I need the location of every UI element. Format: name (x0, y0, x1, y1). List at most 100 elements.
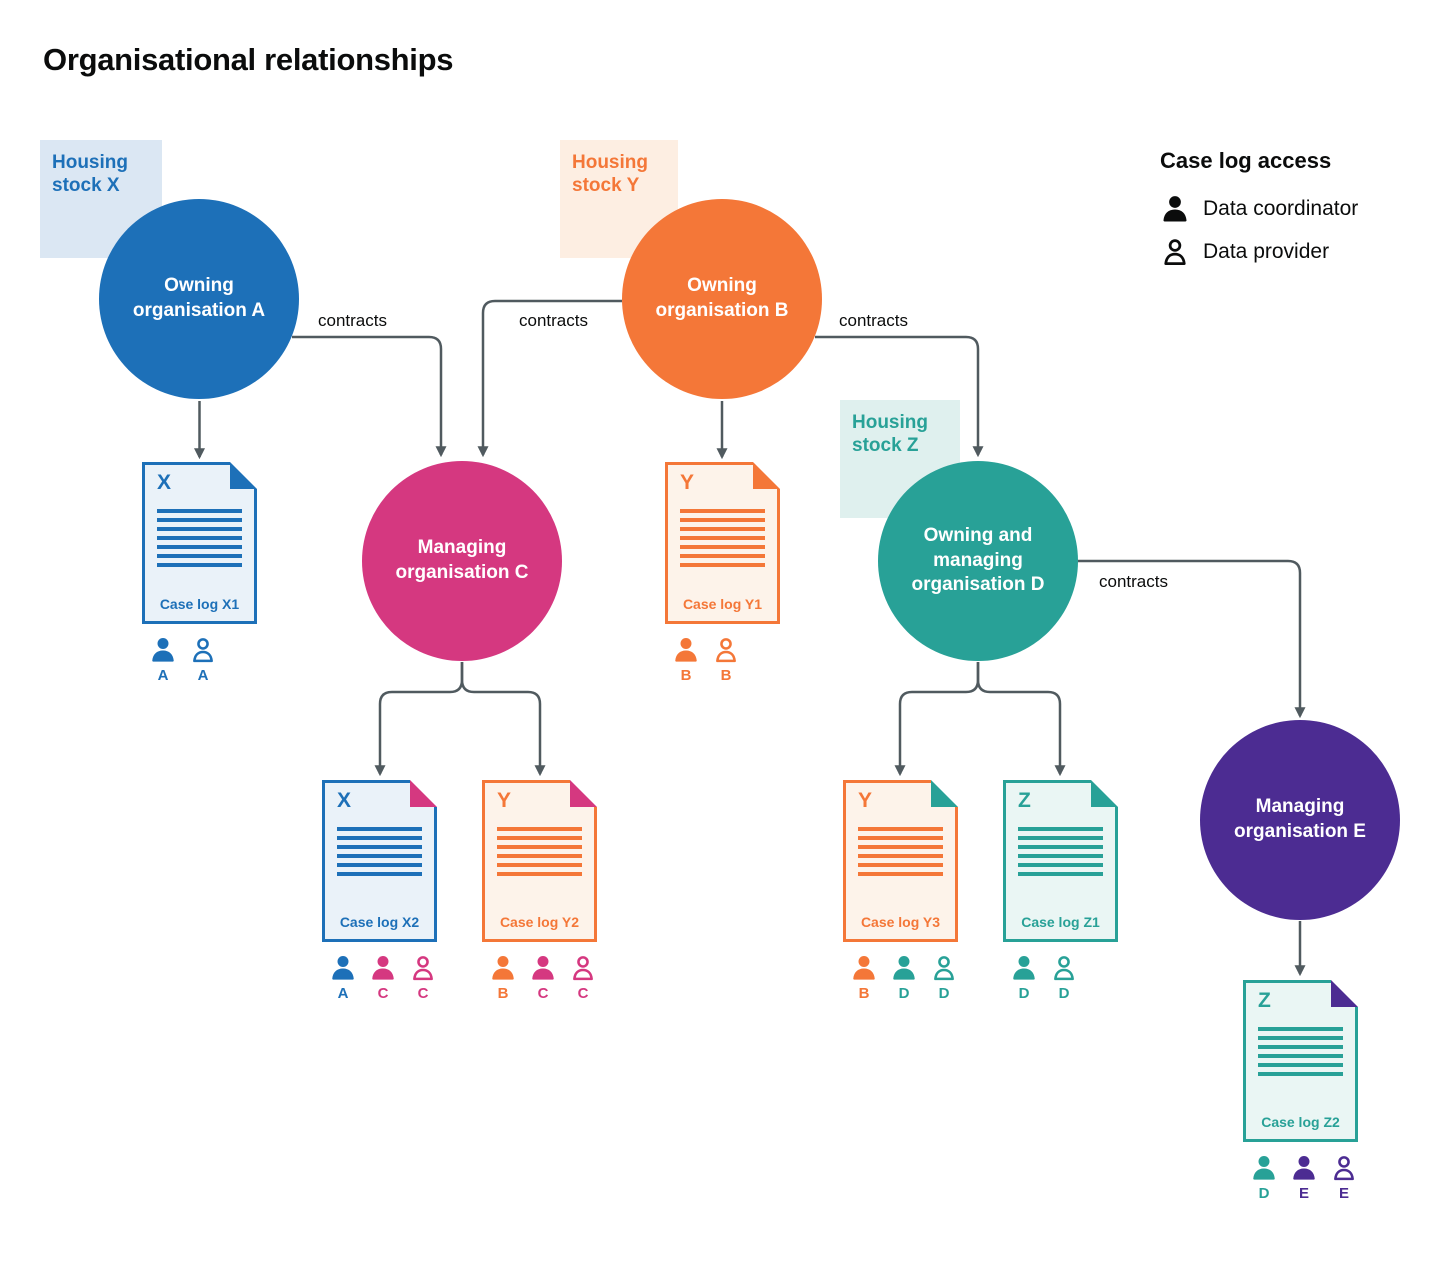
person-outline-icon (573, 956, 593, 981)
doc-text-line (680, 518, 765, 522)
access-provider: C (568, 954, 598, 1002)
connector-d-e (1078, 559, 1306, 719)
person-filled-icon (853, 955, 875, 980)
doc-text-lines (337, 827, 422, 881)
connector-c-y2 (460, 662, 546, 777)
person-filled-icon (1163, 196, 1187, 222)
doc-text-line (680, 545, 765, 549)
doc-text-line (337, 854, 422, 858)
person-outline-icon (716, 638, 736, 663)
doc-text-line (1258, 1072, 1343, 1076)
access-letter: A (157, 667, 169, 684)
access-letter: B (680, 667, 692, 684)
doc-label: Case log Z2 (1261, 1114, 1340, 1130)
doc-text-line (337, 845, 422, 849)
page-title: Organisational relationships (43, 42, 454, 77)
access-coordinator: B (671, 636, 701, 684)
connector-a-c (292, 335, 447, 458)
org-circle-A: Owning organisation A (99, 199, 299, 399)
contracts-label: contracts (1099, 572, 1168, 591)
connector-b-d (815, 335, 984, 458)
person-filled-icon (1293, 1155, 1315, 1180)
doc-text-line (680, 536, 765, 540)
doc-text-line (157, 545, 242, 549)
doc-text-line (337, 836, 422, 840)
person-outline-icon (193, 638, 213, 663)
doc-text-line (680, 563, 765, 567)
doc-text-line (157, 527, 242, 531)
access-letter: D (1258, 1185, 1270, 1202)
access-letter: E (1298, 1185, 1309, 1202)
person-outline-icon (1160, 237, 1190, 267)
doc-label: Case log X1 (159, 596, 240, 612)
doc-text-line (157, 509, 242, 513)
doc-text-line (858, 827, 943, 831)
access-provider: B (711, 636, 741, 684)
doc-text-lines (1018, 827, 1103, 881)
person-filled-icon (675, 637, 697, 662)
access-coordinator: C (368, 954, 398, 1002)
doc-fold-icon (753, 462, 780, 489)
doc-text-line (680, 554, 765, 558)
doc-text-line (497, 845, 582, 849)
doc-text-line (157, 518, 242, 522)
access-letter: B (720, 667, 732, 684)
access-coordinator: D (889, 954, 919, 1002)
doc-text-line (337, 872, 422, 876)
person-filled-icon (372, 955, 394, 980)
doc-text-line (858, 854, 943, 858)
doc-text-line (1018, 845, 1103, 849)
access-letter: E (1338, 1185, 1349, 1202)
person-filled-icon (1013, 955, 1035, 980)
doc-fold-icon (410, 780, 437, 807)
org-circle-B: Owning organisation B (622, 199, 822, 399)
access-letter: C (577, 985, 589, 1002)
doc-text-line (1258, 1045, 1343, 1049)
doc-text-line (157, 563, 242, 567)
doc-letter: Y (858, 789, 873, 812)
access-letter: C (537, 985, 549, 1002)
doc-text-line (858, 845, 943, 849)
person-filled-icon (332, 955, 354, 980)
connector-d-z1 (976, 662, 1066, 777)
person-outline-icon (1334, 1156, 1354, 1181)
doc-letter: X (337, 789, 352, 812)
doc-fold-icon (1091, 780, 1118, 807)
doc-letter: Z (1258, 989, 1271, 1012)
doc-text-line (1258, 1054, 1343, 1058)
legend-item-label: Data coordinator (1203, 197, 1359, 220)
org-circle-D: Owning and managing organisation D (878, 461, 1078, 661)
access-coordinator: D (1249, 1154, 1279, 1202)
legend-item-label: Data provider (1203, 240, 1330, 263)
doc-label: Case log Y1 (682, 596, 763, 612)
connector-d-y3 (894, 662, 980, 777)
contracts-label: contracts (839, 311, 908, 330)
access-letter: B (858, 985, 870, 1002)
doc-text-lines (497, 827, 582, 881)
doc-text-line (858, 872, 943, 876)
access-coordinator: A (328, 954, 358, 1002)
doc-text-line (157, 536, 242, 540)
contracts-label: contracts (519, 311, 588, 330)
access-provider: D (929, 954, 959, 1002)
person-filled-icon (893, 955, 915, 980)
doc-text-line (858, 836, 943, 840)
doc-text-line (497, 854, 582, 858)
doc-fold-icon (1331, 980, 1358, 1007)
legend-title: Case log access (1160, 148, 1332, 173)
access-letter: A (337, 985, 349, 1002)
person-filled-icon (492, 955, 514, 980)
doc-text-line (1018, 863, 1103, 867)
access-provider: D (1049, 954, 1079, 1002)
doc-text-line (1258, 1027, 1343, 1031)
person-filled-icon (532, 955, 554, 980)
